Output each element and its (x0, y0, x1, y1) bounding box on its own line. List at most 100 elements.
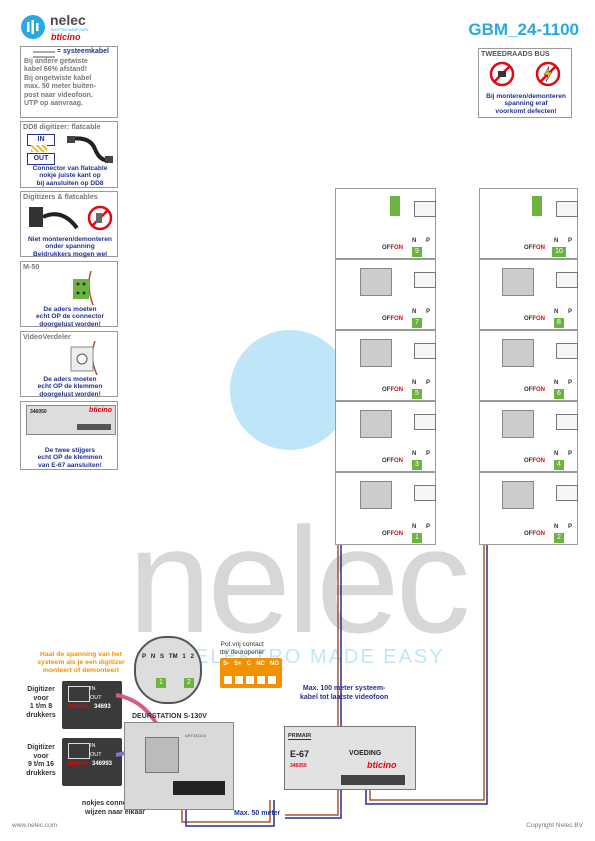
address-badge: 10 (552, 247, 566, 257)
n-label: N (412, 309, 417, 315)
floor-panel: OFF ON N P 7 (335, 259, 436, 330)
distributor-icon (502, 481, 534, 509)
digitizer1-line: 1 t/m 8 (29, 703, 53, 710)
digitizer2-line: Digitizer (27, 744, 55, 751)
floor-panel: OFF ON N P 5 (335, 330, 436, 401)
deurstation-terminals (173, 781, 225, 795)
systeemkabel-line: post naar videofoon. (24, 91, 93, 99)
floor-panel: OFF ON N P 8 (479, 259, 578, 330)
m50-line: De aders moeten (43, 306, 97, 313)
digitizer2-line: voor (33, 752, 49, 760)
videophone-icon (556, 272, 578, 288)
on-label: ON (536, 387, 545, 393)
address-badge: 7 (412, 318, 422, 328)
max100-line: kabel tot laatste videofoon (300, 693, 389, 701)
max50-label: Max. 50 meter (234, 810, 281, 817)
distributor-icon (502, 410, 534, 438)
digitizer-warning-line: Haal de spanning van het (40, 651, 122, 658)
nokjes-note: nokjes connectoren wijzen naar elkaar (70, 800, 160, 817)
videoverdeler-icon (70, 341, 98, 375)
brand-name: nelec (50, 12, 86, 28)
on-label: ON (536, 458, 545, 464)
note-e67: 346050 bticino De twee stijgers echt OP … (20, 401, 118, 470)
address-badge: 1 (412, 533, 422, 543)
videophone-icon (414, 485, 436, 501)
floor-panel: OFF ON N P 6 (479, 330, 578, 401)
videophone-icon (556, 414, 578, 430)
relay-terminal: S- (223, 661, 229, 667)
digitizer1-label: Digitizer voor 1 t/m 8 drukkers (22, 686, 60, 720)
footer-website: www.nelec.com (12, 822, 58, 829)
dd8-connector-icon (31, 145, 47, 152)
psu-model: E-67 (290, 749, 310, 759)
n-label: N (554, 309, 559, 315)
digitizer1-ce-box (68, 686, 90, 702)
floor-panel: OFF ON N P 4 (479, 401, 578, 472)
psu-code: 346050 (290, 763, 307, 769)
videophone-icon (414, 343, 436, 359)
on-label: ON (394, 316, 403, 322)
off-label: OFF (524, 387, 536, 393)
digitizer1-in-label: IN (90, 686, 96, 692)
m50-title: M-50 (23, 262, 40, 271)
on-label: ON (536, 531, 545, 537)
psu-primair: PRIMAIR (288, 733, 312, 740)
on-label: ON (394, 531, 403, 537)
footer-copyright: Copyright Nelec BV (526, 822, 583, 829)
digitizer2-device: IN OUT bticino 346993 (62, 738, 122, 786)
dd8-line: nokje juiste kant op (39, 172, 101, 180)
systeemkabel-legend: = systeemkabel (57, 48, 109, 55)
n-label: N (554, 380, 559, 386)
n-label: N (412, 451, 417, 457)
m50-line: echt OP de connector (35, 313, 105, 321)
p-label: P (568, 309, 573, 315)
p-label: P (568, 451, 573, 457)
connector-green (532, 196, 542, 216)
note-m50: M-50 De aders moeten echt OP de connecto… (20, 261, 118, 328)
digitizer1-device: IN OUT bticino 34693 (62, 681, 122, 729)
n-label: N (554, 451, 559, 457)
floor-panel: OFF ON N P 10 (479, 188, 578, 259)
note-bus: TWEEDRAADS BUS Bij monteren/demonteren s… (478, 48, 572, 118)
riser-right: OFF ON N P 10 OFF ON N P 8 OFF ON N P 6 … (479, 188, 578, 545)
digitizer2-out-label: OUT (90, 752, 102, 758)
potvrij-line: Pot.vrij contact (220, 641, 264, 648)
e67-line: van E-67 aansluiten! (38, 461, 102, 469)
max100-line: Max. 100 meter systeem- (302, 685, 386, 692)
deurstation-art: ART331100 (185, 733, 206, 738)
off-label: OFF (382, 316, 394, 322)
off-label: OFF (524, 458, 536, 464)
address-badge: 5 (412, 389, 422, 399)
videophone-icon (556, 201, 578, 217)
relay-terminal: S+ (234, 661, 242, 667)
off-label: OFF (524, 531, 536, 537)
systeemkabel-line: kabel 66% afstand! (24, 66, 88, 74)
terminal-label: 2 (190, 654, 194, 660)
off-label: OFF (382, 531, 394, 537)
digitizer2-ce-box (68, 743, 90, 759)
on-label: ON (536, 316, 545, 322)
n-label: N (412, 524, 417, 530)
off-label: OFF (382, 387, 394, 393)
distributor-icon (502, 339, 534, 367)
address-badge: 2 (554, 533, 564, 543)
potvrij-label: Pot.vrij contact tbv deuropener (220, 641, 264, 657)
floor-panel: OFF ON N P 3 (335, 401, 436, 472)
e67-device: 346050 bticino (26, 405, 116, 435)
dd8-line: Connector van flatcable (32, 165, 108, 172)
no-power-icon (535, 61, 561, 87)
address-badge: 9 (412, 247, 422, 257)
videophone-icon (414, 272, 436, 288)
off-label: OFF (382, 458, 394, 464)
terminal-num-2: 2 (184, 678, 194, 688)
distributor-icon (360, 481, 392, 509)
relay-terminal: NC (256, 661, 265, 667)
page-title: GBM_24-1100 (468, 20, 579, 39)
digitizer2-brand: bticino (68, 761, 88, 767)
psu-voeding: VOEDING (349, 750, 382, 757)
brand-sub: ELEKTRO MADE EASY (51, 28, 89, 32)
n-label: N (554, 524, 559, 530)
digitizer1-out-label: OUT (90, 695, 102, 701)
p-label: P (568, 380, 573, 386)
deurstation-board (145, 737, 179, 773)
